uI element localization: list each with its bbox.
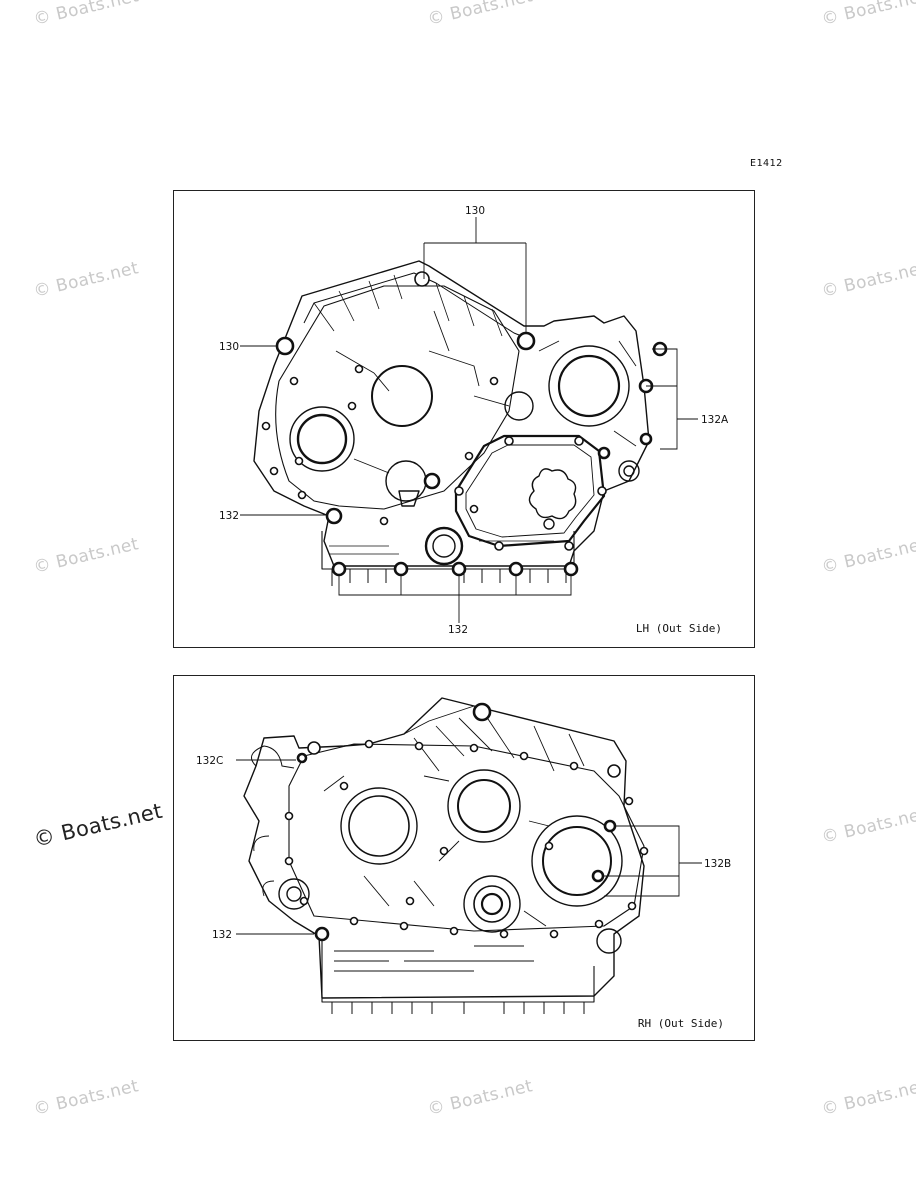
label-132A: 132A (701, 414, 729, 426)
label-130-left: 130 (219, 341, 239, 353)
label-132B: 132B (704, 858, 731, 870)
watermark: © Boats.net (819, 258, 916, 302)
diagram-code: E1412 (750, 158, 783, 169)
label-132-bottom: 132 (448, 624, 468, 636)
watermark: © Boats.net (425, 1076, 535, 1120)
label-132-left: 132 (212, 929, 232, 941)
rh-crankcase-panel: 132C 132B 132 RH (Out Side) (173, 675, 755, 1041)
watermark: © Boats.net (819, 1076, 916, 1120)
watermark: © Boats.net (31, 0, 141, 30)
watermark: © Boats.net (31, 1076, 141, 1120)
lh-crankcase-panel: 130 130 132A 132 132 LH (Out Side) (173, 190, 755, 648)
lh-crankcase-drawing: 130 130 132A 132 132 (219, 205, 729, 636)
rh-panel-caption: RH (Out Side) (637, 1017, 724, 1030)
label-130-top: 130 (465, 205, 485, 217)
watermark: © Boats.net (819, 534, 916, 578)
watermark: © Boats.net (819, 804, 916, 848)
lh-panel-caption: LH (Out Side) (635, 622, 722, 635)
watermark: © Boats.net (425, 0, 535, 30)
watermark: © Boats.net (31, 534, 141, 578)
watermark: © Boats.net (819, 0, 916, 30)
rh-crankcase-drawing: 132C 132B 132 (196, 697, 731, 1014)
label-132C: 132C (196, 755, 223, 767)
watermark: © Boats.net (31, 258, 141, 302)
watermark: © Boats.net (31, 798, 165, 852)
label-132-left: 132 (219, 510, 239, 522)
